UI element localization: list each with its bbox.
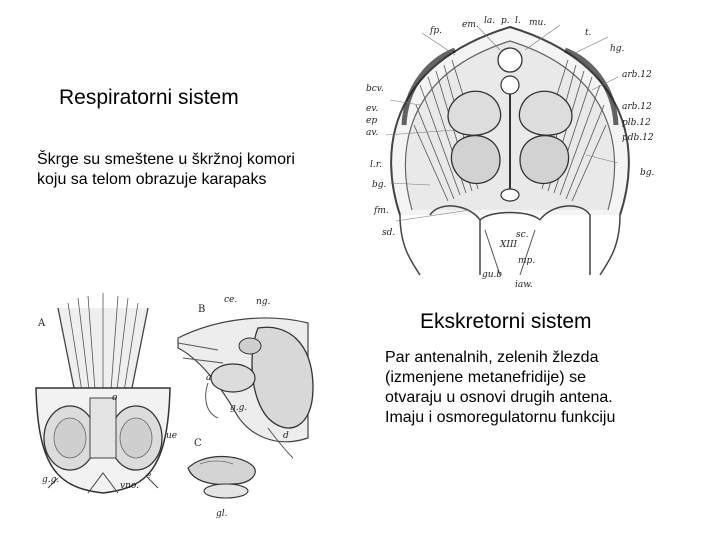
label-em: em. [462, 20, 479, 30]
label-gg-b: g.g. [230, 403, 247, 413]
label-mu: mu. [529, 18, 546, 28]
excretory-text: Par antenalnih, zelenih žlezda (izmenjen… [385, 348, 705, 428]
label-l: l. [515, 16, 521, 26]
label-ue: ue [166, 431, 177, 441]
label-p: p. [501, 16, 510, 26]
label-fm: fm. [373, 206, 389, 216]
respiratory-title: Respiratorni sistem [59, 86, 239, 110]
label-mp: mp. [518, 256, 535, 266]
label-a: a [206, 373, 211, 383]
label-sc: sc. [516, 230, 529, 240]
label-xiii: XIII [499, 240, 518, 250]
label-hg-top: hg. [610, 44, 625, 54]
label-av: av. [366, 128, 378, 138]
label-C: C [194, 438, 202, 449]
label-bg-left: bg. [372, 180, 387, 190]
label-bg-right: bg. [640, 168, 655, 178]
label-e: e [146, 471, 151, 481]
label-t: t. [585, 28, 592, 38]
excretory-text-line: Par antenalnih, zelenih žlezda [385, 348, 705, 368]
respiratory-text: Škrge su smeštene u škržnoj komori koju … [37, 150, 327, 190]
green-gland-illustration: A o ue g.g. vno. e B ce. ng. a g.g. d C … [28, 288, 323, 536]
label-arb12: arb.12 [622, 70, 652, 80]
label-fp: fp. [429, 26, 442, 36]
label-A: A [37, 318, 46, 329]
excretory-text-line: (izmenjene metanefridije) se [385, 368, 705, 388]
label-ce: ce. [224, 295, 237, 305]
label-plb12: plb.12 [622, 118, 651, 128]
excretory-text-line: otvaraju u osnovi drugih antena. [385, 388, 705, 408]
label-ev: ev. [366, 104, 378, 114]
label-bcv: bcv. [366, 84, 384, 94]
label-lr: l.r. [370, 160, 382, 170]
label-gl: gl. [216, 509, 228, 519]
gill-cross-section-illustration: fp. em. la. p. l. mu. t. hg. arb.12 arb.… [360, 5, 660, 290]
label-B: B [198, 304, 205, 315]
label-ng: ng. [256, 297, 271, 307]
label-sd: sd. [382, 228, 395, 238]
label-gg-a: g.g. [42, 475, 59, 485]
label-gub: gu.b [482, 270, 502, 280]
label-ep: ep [366, 116, 377, 126]
label-iaw: iaw. [515, 280, 533, 290]
label-arb12b: arb.12 [622, 102, 652, 112]
label-pdb12: pdb.12 [622, 133, 654, 143]
label-d: d [283, 431, 289, 441]
label-o: o [112, 393, 118, 403]
excretory-title: Ekskretorni sistem [420, 310, 592, 334]
label-la: la. [484, 16, 495, 26]
label-vno: vno. [120, 481, 139, 491]
excretory-text-line: Imaju i osmoregulatornu funkciju [385, 408, 705, 428]
